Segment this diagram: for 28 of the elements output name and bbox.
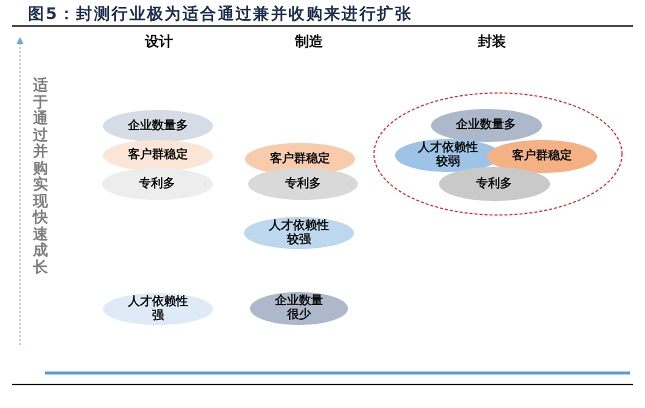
trait-label: 企业数量很少 bbox=[274, 294, 324, 322]
oval-bubble bbox=[487, 140, 597, 172]
column-header: 制造 bbox=[295, 34, 323, 51]
oval-bubble bbox=[430, 108, 542, 142]
trait-label: 企业数量多 bbox=[128, 119, 188, 133]
oval-bubble bbox=[103, 293, 213, 325]
trait-label: 企业数量多 bbox=[456, 118, 516, 132]
column-header: 设计 bbox=[145, 34, 173, 51]
oval-bubble bbox=[244, 217, 354, 249]
oval-bubble bbox=[438, 167, 550, 201]
trait-label: 客户群稳定 bbox=[270, 152, 330, 166]
oval-bubble bbox=[103, 110, 213, 142]
figure-title: 图5：封测行业极为适合通过兼并收购来进行扩张 bbox=[28, 4, 413, 24]
column-header: 封装 bbox=[478, 34, 506, 51]
trait-label: 专利多 bbox=[285, 177, 321, 191]
trait-label: 专利多 bbox=[476, 177, 512, 191]
trait-label: 客户群稳定 bbox=[128, 148, 188, 162]
dashed-outline-ellipse bbox=[373, 92, 623, 216]
trait-label: 人才依赖性较强 bbox=[268, 219, 330, 247]
trait-label: 人才依赖性强 bbox=[126, 295, 189, 323]
trait-label: 专利多 bbox=[139, 177, 175, 191]
axis-label: 适于通过并购实现快速成长 bbox=[33, 77, 48, 275]
oval-bubble bbox=[250, 292, 348, 324]
trait-label: 人才依赖性较弱 bbox=[416, 141, 479, 169]
oval-bubble bbox=[102, 168, 212, 200]
trait-label: 客户群稳定 bbox=[512, 149, 572, 163]
oval-bubble bbox=[103, 140, 213, 170]
oval-bubble bbox=[248, 168, 358, 200]
